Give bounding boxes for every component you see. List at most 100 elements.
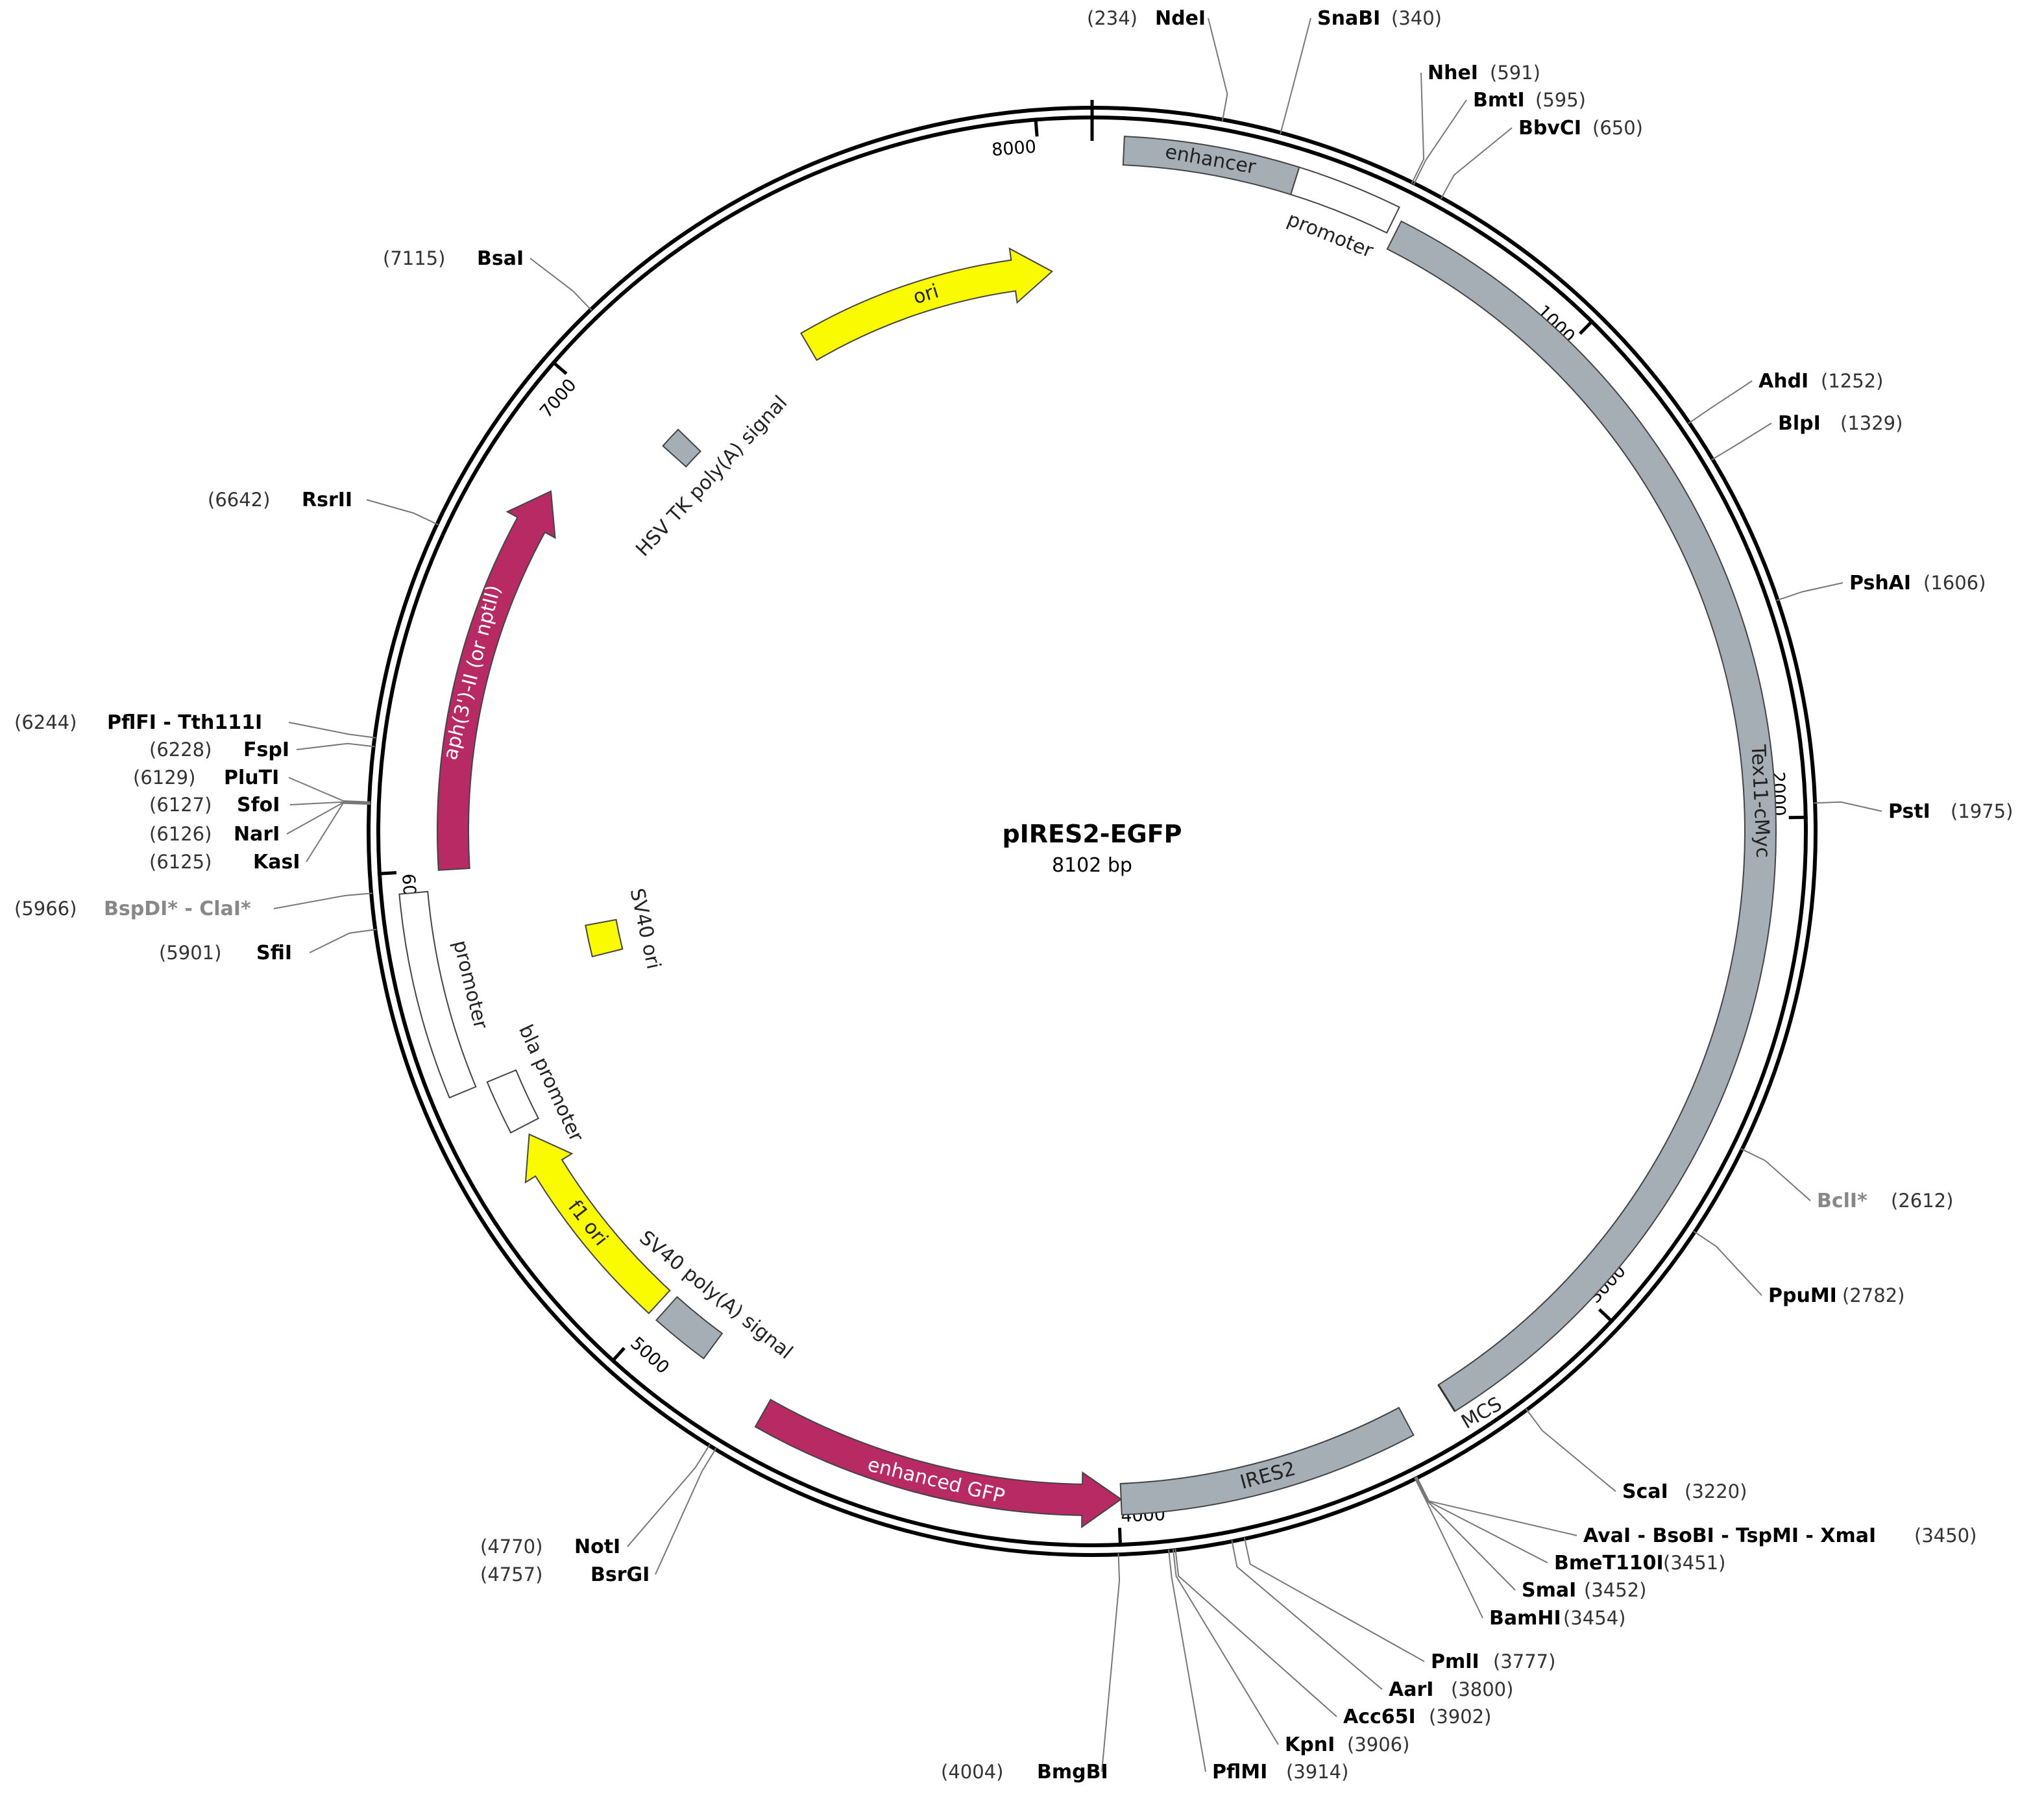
- feature-label-hsv-tk-poly-a-signal: HSV TK poly(A) signal: [631, 391, 792, 561]
- site-bamhi: BamHI(3454): [1414, 1477, 1625, 1630]
- site-leader-pflmi: [1168, 1549, 1206, 1772]
- feature-enhanced-gfp: enhanced GFP: [754, 1399, 1123, 1528]
- site-fspi: FspI(6228): [149, 739, 375, 761]
- site-name-aari: AarI: [1389, 1678, 1433, 1701]
- site-bbvci: BbvCI(650): [1440, 117, 1643, 199]
- site-pos-avai-bsobi-tspmi-xmai: (3450): [1914, 1525, 1977, 1547]
- site-pos-psti: (1975): [1951, 800, 2013, 822]
- site-name-blpi: BlpI: [1778, 412, 1821, 435]
- site-name-bmet110i: BmeT110I: [1554, 1552, 1664, 1574]
- tick-6000: [377, 871, 397, 876]
- site-bmgbi: BmgBI (4004): [941, 1553, 1121, 1783]
- site-pmli: PmlI(3777): [1243, 1537, 1555, 1673]
- site-bcli: BclI*(2612): [1740, 1148, 1953, 1212]
- site-leader-bsrgi: [655, 1447, 717, 1575]
- site-name-kasi: KasI: [253, 851, 300, 874]
- site-pos-pflmi: (3914): [1286, 1761, 1348, 1783]
- site-leader-bcli: [1740, 1148, 1811, 1201]
- site-name-smai: SmaI: [1522, 1579, 1576, 1602]
- tick-2000: [1788, 815, 1808, 820]
- tick-4000: [1117, 1528, 1123, 1547]
- site-rsrii: RsrII(6642): [208, 489, 439, 526]
- tick-3000: [1598, 1308, 1614, 1324]
- site-name-ndei: NdeI: [1155, 7, 1206, 30]
- feature-ori: ori: [800, 247, 1054, 361]
- site-name-noti: NotI: [574, 1536, 620, 1558]
- site-pos-snabi: (340): [1391, 7, 1442, 29]
- site-pos-bbvci: (650): [1592, 117, 1643, 139]
- site-sfii: SfiI (5901): [159, 929, 377, 964]
- site-bsai: BsaI(7115): [383, 247, 592, 312]
- site-leader-bmti: [1413, 99, 1467, 185]
- feature-promoter: promoter: [1284, 166, 1400, 263]
- site-name-bmgbi: BmgBI: [1037, 1761, 1108, 1783]
- site-pluti: PluTI(6129): [133, 766, 371, 803]
- site-blpi: BlpI (1329): [1711, 412, 1903, 461]
- feature-label-bla-promoter: bla promoter: [514, 1022, 588, 1146]
- site-smai: SmaI(3452): [1415, 1476, 1646, 1602]
- feature-shape-sv40-poly-a-signal: [655, 1295, 724, 1360]
- site-name-bamhi: BamHI: [1489, 1607, 1561, 1630]
- feature-f1-ori: f1 ori: [524, 1133, 671, 1314]
- site-name-rsrii: RsrII: [302, 489, 352, 511]
- site-scai: ScaI (3220): [1525, 1408, 1747, 1503]
- site-pshai: PshAI(1606): [1776, 572, 1986, 602]
- site-pos-bmet110i: (3451): [1663, 1552, 1725, 1574]
- site-pos-kpni: (3906): [1347, 1734, 1409, 1756]
- site-leader-avai-bsobi-tspmi-xmai: [1416, 1476, 1577, 1536]
- site-pos-scai: (3220): [1685, 1480, 1747, 1502]
- site-nhei: NheI(591): [1411, 62, 1540, 184]
- site-name-bspdi-clai: BspDI* - ClaI*: [104, 898, 251, 920]
- tick-label-5000: 5000: [626, 1333, 673, 1378]
- site-pos-kasi: (6125): [149, 851, 212, 873]
- feature-shape-hsv-tk-poly-a-signal: [662, 428, 701, 468]
- feature-shape-bla-promoter: [486, 1069, 540, 1134]
- mcs-divider: [1437, 1384, 1456, 1412]
- site-name-psti: PstI: [1888, 800, 1930, 823]
- site-pos-noti: (4770): [480, 1536, 542, 1558]
- site-pos-bmti: (595): [1535, 89, 1586, 111]
- site-leader-ppumi: [1693, 1231, 1762, 1296]
- site-leader-pflfi-tth111i: [288, 722, 376, 739]
- feature-shape-promoter: [1289, 166, 1400, 234]
- site-bsrgi: BsrGI (4757): [480, 1447, 717, 1586]
- site-leader-bbvci: [1440, 127, 1513, 199]
- site-pos-blpi: (1329): [1840, 412, 1903, 434]
- feature-label-tex11-cmyc: Tex11-cMyc: [1747, 744, 1775, 859]
- site-pos-ndei: (234): [1087, 7, 1138, 29]
- feature-label-sv40-ori: SV40 ori: [626, 887, 665, 972]
- feature-shape-tex11-cmyc: [1386, 220, 1777, 1412]
- site-pos-bmgbi: (4004): [941, 1761, 1003, 1783]
- feature-shape-sv40-ori: [585, 918, 624, 958]
- site-leader-scai: [1525, 1408, 1616, 1492]
- site-pos-nhei: (591): [1490, 62, 1540, 84]
- site-pos-sfii: (5901): [159, 942, 221, 964]
- tick-1000: [1579, 319, 1594, 335]
- site-snabi: SnaBI(340): [1280, 7, 1442, 134]
- site-pos-aari: (3800): [1451, 1678, 1513, 1700]
- site-leader-bmgbi: [1101, 1553, 1121, 1772]
- site-pos-pflfi-tth111i: (6244): [14, 711, 77, 733]
- site-name-bsrgi: BsrGI: [590, 1563, 650, 1586]
- site-name-sfii: SfiI: [256, 942, 292, 964]
- site-leader-pmli: [1243, 1537, 1425, 1662]
- site-name-pflmi: PflMI: [1212, 1761, 1267, 1783]
- site-name-pflfi-tth111i: PflFI - Tth111I: [107, 711, 262, 734]
- site-leader-sfoi: [289, 801, 371, 805]
- site-leader-acc65i: [1174, 1549, 1337, 1717]
- site-name-pluti: PluTI: [224, 766, 279, 789]
- site-name-scai: ScaI: [1622, 1480, 1668, 1503]
- site-kpni: KpnI(3906): [1172, 1549, 1409, 1756]
- site-nari: NarI(6126): [149, 802, 371, 846]
- plasmid-name: pIRES2-EGFP: [1002, 820, 1182, 848]
- tick-8000: [1034, 117, 1039, 137]
- site-leader-blpi: [1711, 423, 1772, 461]
- site-leader-kpni: [1172, 1549, 1279, 1745]
- site-pos-nari: (6126): [149, 823, 212, 845]
- site-sfoi: SfoI(6127): [149, 794, 371, 816]
- site-pos-bsrgi: (4757): [480, 1563, 542, 1586]
- feature-shape-promoter: [398, 890, 477, 1099]
- site-pos-sfoi: (6127): [149, 794, 212, 816]
- feature-shape-enhanced-gfp: [754, 1399, 1123, 1528]
- site-leader-aari: [1231, 1539, 1383, 1690]
